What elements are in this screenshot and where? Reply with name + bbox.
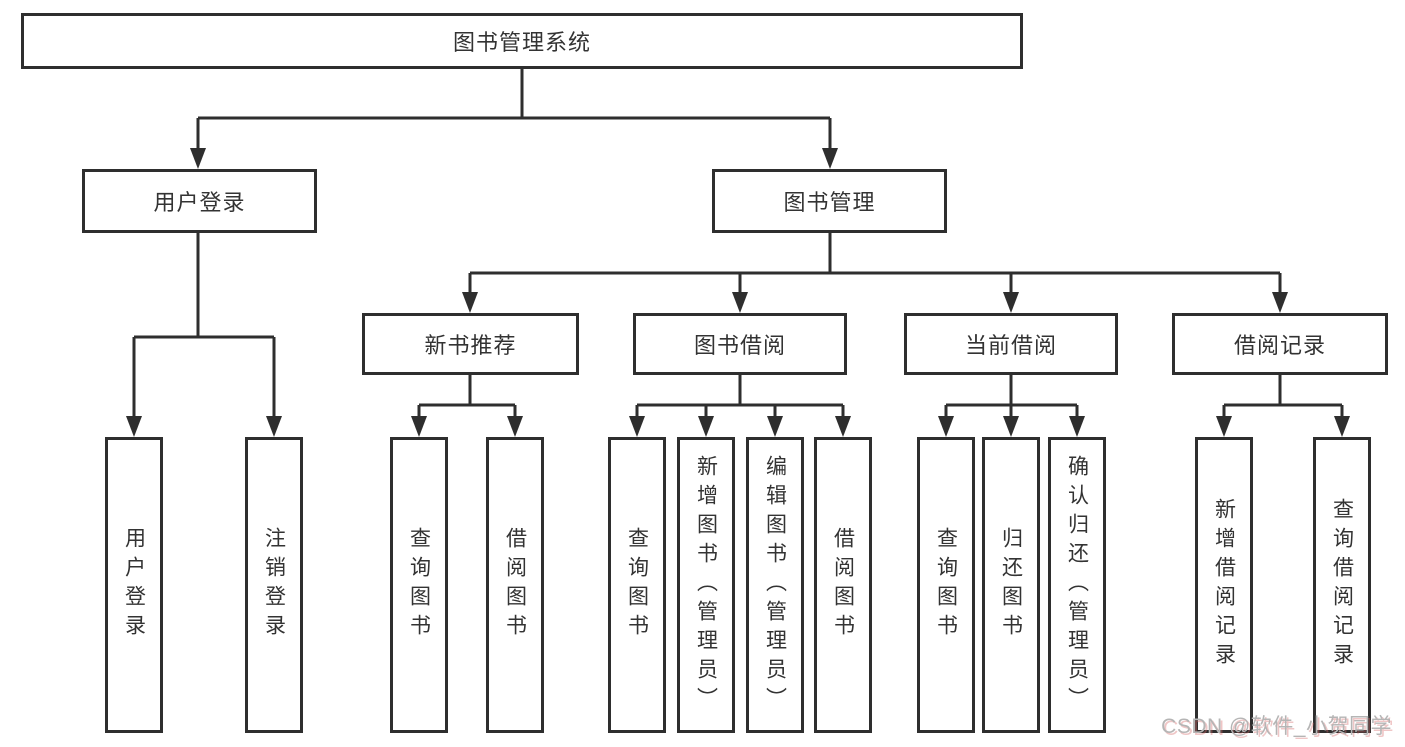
- leaf-query-books-borrow: 查询图书: [608, 437, 666, 733]
- leaf-return-books: 归还图书: [982, 437, 1040, 733]
- leaf-query-books-recommend: 查询图书: [390, 437, 448, 733]
- leaf-add-borrow-record: 新增借阅记录: [1195, 437, 1253, 733]
- leaf-confirm-return-admin: 确认归还（管理员）: [1048, 437, 1106, 733]
- node-user-login: 用户登录: [82, 169, 317, 233]
- node-new-book-recommend: 新书推荐: [362, 313, 579, 375]
- leaf-logout: 注销登录: [245, 437, 303, 733]
- node-current-borrow: 当前借阅: [904, 313, 1118, 375]
- leaf-query-books-current: 查询图书: [917, 437, 975, 733]
- arrowheads: [126, 148, 1350, 437]
- leaf-add-books-admin: 新增图书（管理员）: [677, 437, 735, 733]
- leaf-query-borrow-record: 查询借阅记录: [1313, 437, 1371, 733]
- leaf-edit-books-admin: 编辑图书（管理员）: [746, 437, 804, 733]
- leaf-user-login: 用户登录: [105, 437, 163, 733]
- node-book-management: 图书管理: [712, 169, 947, 233]
- node-borrow-record: 借阅记录: [1172, 313, 1388, 375]
- leaf-borrow-books-recommend: 借阅图书: [486, 437, 544, 733]
- node-root-library-system: 图书管理系统: [21, 13, 1023, 69]
- csdn-watermark: CSDN @软件_小贺同学: [1161, 715, 1392, 738]
- leaf-borrow-books: 借阅图书: [814, 437, 872, 733]
- node-book-borrow: 图书借阅: [633, 313, 847, 375]
